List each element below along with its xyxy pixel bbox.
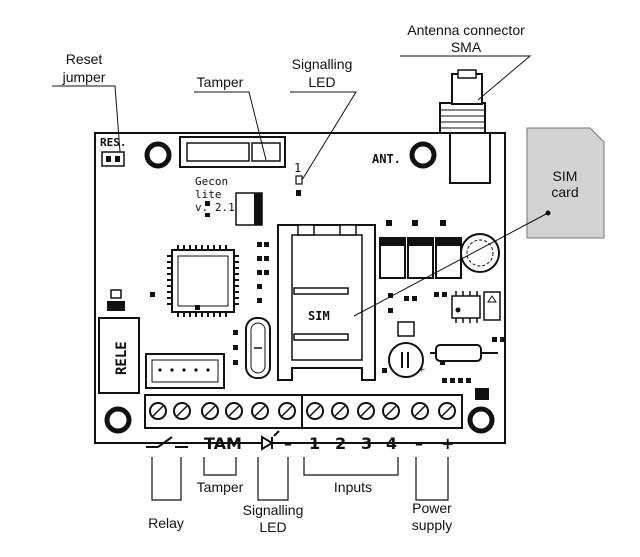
inputs-label: Inputs [334, 479, 372, 495]
rele-label: RELE [114, 341, 130, 375]
input-1: 1 [309, 434, 320, 453]
svg-text:v. 2.1: v. 2.1 [195, 201, 235, 214]
electrolytic-capacitor [235, 192, 263, 226]
led-symbol [252, 430, 280, 451]
power-plus: + [441, 434, 454, 453]
tamper-switch [179, 136, 286, 168]
svg-text:ANT.: ANT. [372, 152, 401, 166]
signalling-led-label-bottom-1: Signalling [243, 502, 304, 518]
power-minus: – [415, 434, 423, 453]
smd-components [150, 242, 505, 383]
sim-card-line1: SIM [553, 168, 578, 184]
svg-text:Gecon: Gecon [195, 175, 228, 188]
antenna-label-2: SMA [451, 39, 482, 55]
relay-symbol [146, 436, 188, 448]
power-supply-label-2: supply [412, 517, 452, 533]
pin-header [145, 353, 225, 389]
signalling-led-label-top-2: LED [308, 74, 335, 90]
mounting-holes [104, 141, 495, 434]
antenna-connector: ANT. [372, 69, 491, 184]
input-2: 2 [335, 434, 346, 453]
sim-holder: SIM [277, 224, 376, 381]
svg-text:1: 1 [294, 161, 301, 175]
reset-jumper-label-1: Reset [66, 51, 103, 67]
power-supply-label-1: Power [412, 500, 452, 516]
filter-capacitor: + [388, 342, 498, 400]
relay-component: RELE [98, 289, 140, 394]
antenna-label-1: Antenna connector [407, 22, 525, 38]
svg-text:lite: lite [195, 188, 222, 201]
crystal-oscillator [245, 317, 271, 379]
signalling-led-label-bottom-2: LED [259, 519, 286, 535]
sim-card-line2: card [551, 184, 578, 200]
power-components [379, 220, 500, 279]
reset-jumper-label-2: jumper [62, 69, 106, 85]
svg-text:+: + [418, 365, 426, 375]
input-3: 3 [361, 434, 372, 453]
voltage-regulator [397, 291, 501, 337]
bottom-brackets [151, 457, 449, 501]
model-label: Gecon lite v. 2.1 [195, 175, 235, 214]
small-smd-parts-top [205, 201, 210, 217]
led-minus: – [284, 434, 292, 453]
terminal-block [144, 394, 463, 429]
sim-label: SIM [308, 309, 330, 323]
input-4: 4 [386, 434, 397, 453]
sim-card: SIM card [526, 127, 605, 239]
relay-label: Relay [148, 515, 184, 531]
reset-jumper: RES. [100, 136, 127, 167]
microcontroller-chip [167, 245, 239, 317]
terminal-labels: TAM – 1 2 3 4 – + [146, 430, 454, 453]
tamper-label-top: Tamper [197, 74, 244, 90]
res-label: RES. [100, 136, 127, 149]
tamper-label-bottom: Tamper [197, 479, 244, 495]
tam-label: TAM [204, 434, 242, 453]
signalling-led-label-top-1: Signalling [292, 56, 353, 72]
leader-lines [52, 55, 549, 317]
